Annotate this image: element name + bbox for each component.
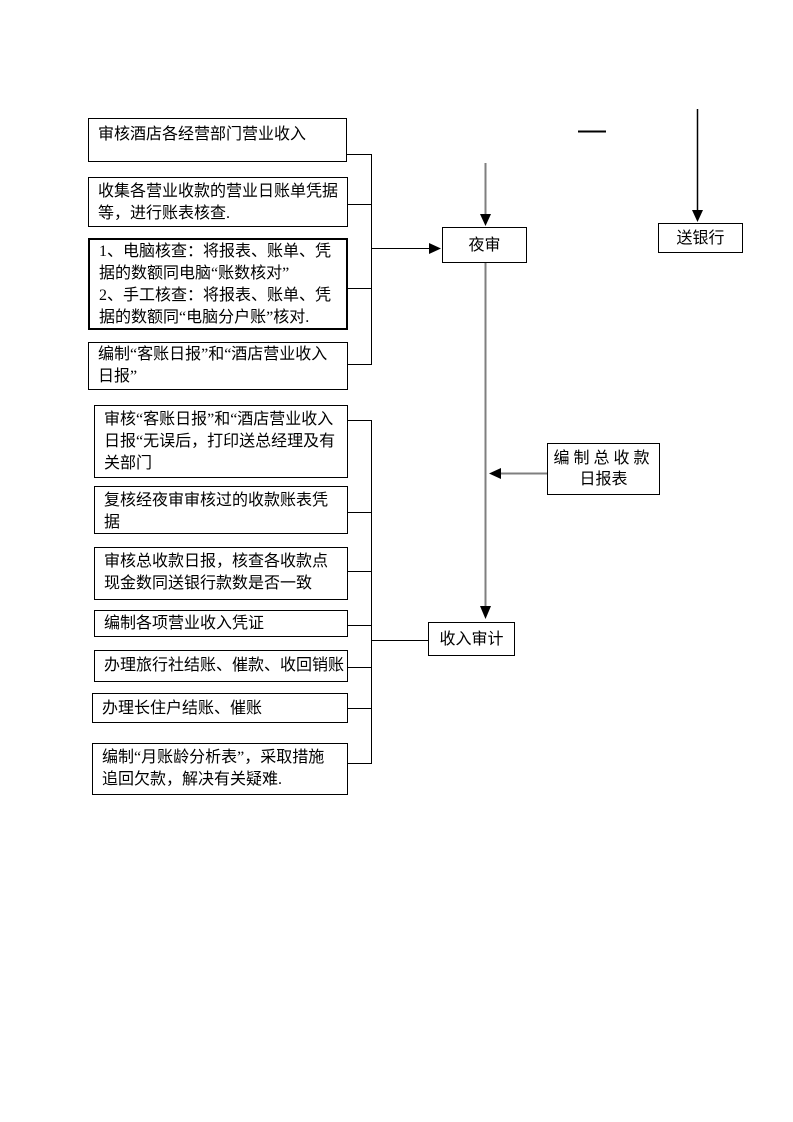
process-box-computer-manual-check: 1、电脑核查：将报表、账单、凭据的数额同电脑“账数核对” 2、手工核查：将报表、…	[88, 238, 348, 330]
node-income-audit: 收入审计	[428, 622, 515, 656]
process-box-audit-total-receipts: 审核总收款日报，核查各收款点现金数同送银行款数是否一致	[94, 547, 348, 600]
process-box-travel-agency-settlement: 办理旅行社结账、催款、收回销账	[94, 650, 348, 682]
arrowhead-into-night-audit-top	[480, 214, 491, 226]
node-compile-total-receipts-line2: 日报表	[579, 471, 628, 488]
process-box-compile-revenue-vouchers: 编制各项营业收入凭证	[94, 610, 348, 637]
process-box-long-stay-settlement: 办理长住户结账、催账	[92, 693, 348, 723]
process-box-collect-daily-bills: 收集各营业收款的营业日账单凭据等，进行账表核查.	[88, 177, 348, 227]
process-box-aging-analysis: 编制“月账龄分析表”，采取措施追回欠款，解决有关疑难.	[92, 743, 348, 795]
arrowhead-daily-report-left	[489, 468, 501, 479]
node-send-bank: 送银行	[658, 223, 743, 253]
node-night-audit-label: 夜审	[468, 236, 501, 254]
node-income-audit-label: 收入审计	[439, 630, 504, 648]
process-box-recheck-night-audit-vouchers: 复核经夜审审核过的收款账表凭据	[94, 486, 348, 534]
node-compile-total-receipts-line1: 编制总收款	[553, 450, 654, 467]
arrowhead-into-income-audit	[480, 606, 491, 619]
arrowhead-into-send-bank	[692, 210, 703, 222]
arrowhead-into-night-audit-left	[429, 243, 441, 254]
process-box-verify-print-reports: 审核“客账日报”和“酒店营业收入日报“无误后，打印送总经理及有关部门	[94, 405, 348, 478]
process-box-compile-daily-reports: 编制“客账日报”和“酒店营业收入日报”	[88, 342, 348, 390]
node-night-audit: 夜审	[442, 227, 527, 263]
node-send-bank-label: 送银行	[676, 229, 725, 247]
process-box-audit-dept-revenue: 审核酒店各经营部门营业收入	[88, 118, 347, 162]
node-compile-total-receipts-report: 编制总收款 日报表	[547, 443, 660, 495]
